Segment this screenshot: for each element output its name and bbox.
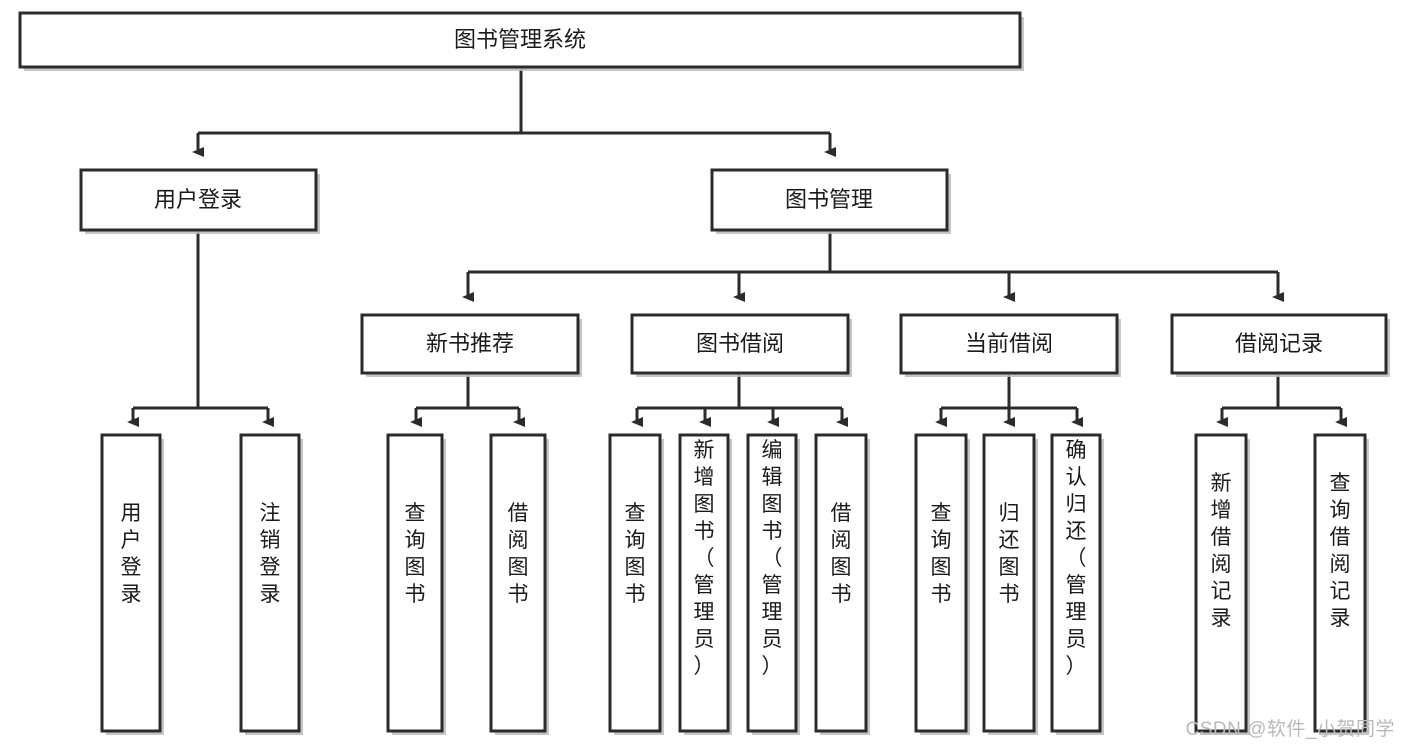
node-leaf-query-book-3[interactable]: 查询图书 [914, 433, 970, 735]
node-current-borrow[interactable]: 当前借阅 [899, 313, 1121, 377]
node-book-manage[interactable]: 图书管理 [710, 168, 951, 234]
node-leaf-add-book[interactable]: 新增图书（管理员） [678, 433, 732, 735]
node-borrow-record[interactable]: 借阅记录 [1170, 313, 1390, 377]
node-current-borrow-label: 当前借阅 [965, 331, 1053, 356]
node-leaf-query-book-2-label: 查询图书 [625, 502, 646, 606]
node-book-manage-label: 图书管理 [785, 187, 873, 212]
node-book-borrow-label: 图书借阅 [696, 331, 784, 356]
node-leaf-user-logout[interactable]: 注销登录 [239, 433, 303, 735]
node-leaf-query-book-2[interactable]: 查询图书 [608, 433, 664, 735]
node-new-book-recommend-label: 新书推荐 [426, 331, 514, 356]
node-leaf-borrow-book-2-label: 借阅图书 [831, 502, 852, 606]
node-leaf-add-record-label: 新增借阅记录 [1211, 472, 1232, 630]
node-leaf-user-login[interactable]: 用户登录 [100, 433, 164, 735]
node-leaf-borrow-book-2[interactable]: 借阅图书 [814, 433, 870, 735]
node-leaf-return-book[interactable]: 归还图书 [982, 433, 1038, 735]
node-leaf-query-record-label: 查询借阅记录 [1330, 472, 1351, 630]
node-leaf-borrow-book-1-label: 借阅图书 [508, 502, 529, 606]
node-leaf-confirm-return-label: 确认归还（管理员） [1066, 439, 1087, 678]
edge-layer [127, 69, 1347, 427]
node-root[interactable]: 图书管理系统 [18, 11, 1024, 71]
node-user-login-label: 用户登录 [154, 187, 242, 212]
node-leaf-query-record[interactable]: 查询借阅记录 [1313, 433, 1369, 735]
node-leaf-user-logout-label: 注销登录 [260, 502, 281, 606]
node-user-login[interactable]: 用户登录 [79, 168, 320, 234]
node-root-label: 图书管理系统 [454, 27, 586, 52]
node-leaf-confirm-return[interactable]: 确认归还（管理员） [1050, 433, 1104, 735]
node-leaf-query-book-1-label: 查询图书 [405, 502, 426, 606]
node-book-borrow[interactable]: 图书借阅 [630, 313, 852, 377]
node-leaf-add-book-label: 新增图书（管理员） [694, 439, 715, 678]
node-leaf-edit-book-label: 编辑图书（管理员） [762, 439, 783, 678]
node-borrow-record-label: 借阅记录 [1235, 331, 1323, 356]
node-leaf-user-login-label: 用户登录 [121, 502, 142, 606]
node-leaf-query-book-1[interactable]: 查询图书 [386, 433, 446, 735]
node-leaf-add-record[interactable]: 新增借阅记录 [1194, 433, 1250, 735]
node-leaf-borrow-book-1[interactable]: 借阅图书 [489, 433, 549, 735]
node-new-book-recommend[interactable]: 新书推荐 [360, 313, 582, 377]
node-leaf-return-book-label: 归还图书 [999, 502, 1020, 606]
node-leaf-query-book-3-label: 查询图书 [931, 502, 952, 606]
node-leaf-edit-book[interactable]: 编辑图书（管理员） [746, 433, 800, 735]
